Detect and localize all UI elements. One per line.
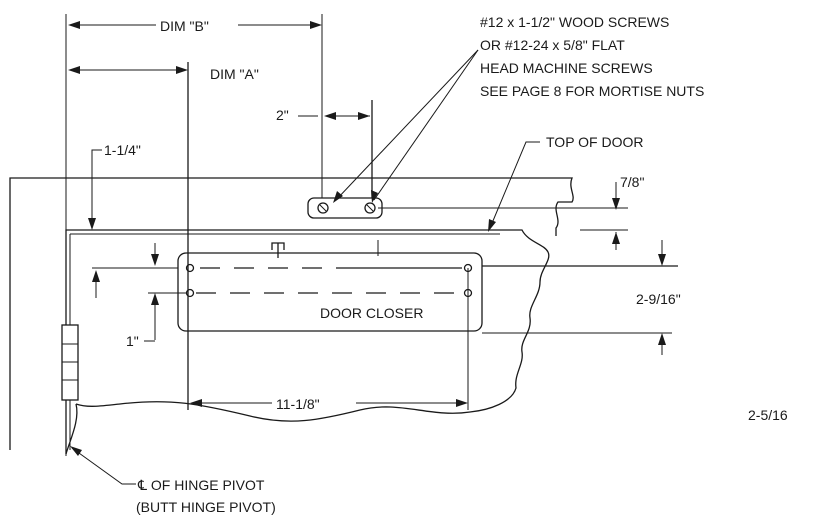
screws-leader-arrow-2 bbox=[371, 190, 378, 203]
seven-eighths-label: 7/8" bbox=[620, 174, 644, 190]
hinge-pivot-label-line-1: ℄ OF HINGE PIVOT bbox=[137, 477, 265, 493]
dim-a-arrow-left bbox=[68, 66, 80, 74]
door-closer-label: DOOR CLOSER bbox=[320, 305, 423, 321]
top-of-door-leader bbox=[489, 141, 540, 229]
two-nine-arrow-top bbox=[658, 254, 666, 266]
two-inch-label: 2" bbox=[276, 107, 289, 123]
screws-note-line-4: SEE PAGE 8 FOR MORTISE NUTS bbox=[480, 83, 704, 99]
dim-b-label: DIM "B" bbox=[160, 18, 209, 34]
hinge-pivot-label-line-2: (BUTT HINGE PIVOT) bbox=[136, 499, 276, 515]
dim-a-arrow-right bbox=[176, 66, 188, 74]
door-frame-outline bbox=[9, 177, 574, 450]
hinge-pivot-leader bbox=[71, 447, 136, 485]
two-nine-arrow-bottom bbox=[658, 333, 666, 345]
screws-leader-arrow-1 bbox=[333, 191, 343, 203]
seven-eighths-arrow-top bbox=[612, 198, 620, 210]
dim-b-arrow-left bbox=[68, 21, 80, 29]
screws-note-line-1: #12 x 1-1/2" WOOD SCREWS bbox=[480, 14, 669, 30]
eleven-arrow-left bbox=[190, 399, 202, 407]
hinge-pivot-arrow bbox=[70, 446, 82, 456]
two-inch-arrow-left bbox=[324, 112, 336, 120]
one-inch-arrow-top bbox=[151, 254, 159, 266]
top-of-door-arrow bbox=[488, 219, 496, 232]
one-inch-left-arrow bbox=[92, 270, 100, 282]
dim-b-arrow-right bbox=[310, 21, 322, 29]
one-inch-arrow-bottom bbox=[151, 293, 159, 305]
dim-a-label: DIM "A" bbox=[210, 66, 259, 82]
one-inch-label: 1" bbox=[126, 333, 139, 349]
two-five-sixteenths-label: 2-5/16 bbox=[748, 407, 788, 423]
screws-note-line-2: OR #12-24 x 5/8" FLAT bbox=[480, 37, 625, 53]
one-quarter-label: 1-1/4" bbox=[104, 142, 141, 158]
screws-leader-2 bbox=[373, 49, 479, 201]
door-closer-body bbox=[177, 252, 483, 332]
bracket-screw-right-slot bbox=[366, 204, 374, 212]
door-bottom-edge bbox=[65, 403, 78, 455]
two-inch-arrow-right bbox=[358, 112, 370, 120]
bracket-screw-left-slot bbox=[319, 204, 327, 212]
closer-spindle-mark bbox=[271, 242, 285, 258]
screws-leader-1 bbox=[335, 49, 479, 201]
one-quarter-arrow bbox=[88, 218, 96, 230]
eleven-arrow-right bbox=[456, 399, 468, 407]
seven-eighths-arrow-bottom bbox=[612, 232, 620, 244]
top-of-door-label: TOP OF DOOR bbox=[546, 134, 644, 150]
screws-note-line-3: HEAD MACHINE SCREWS bbox=[480, 60, 653, 76]
one-quarter-leader bbox=[91, 149, 102, 226]
eleven-one-eighth-label: 11-1/8" bbox=[276, 396, 320, 412]
two-nine-sixteenths-label: 2-9/16" bbox=[636, 291, 681, 307]
